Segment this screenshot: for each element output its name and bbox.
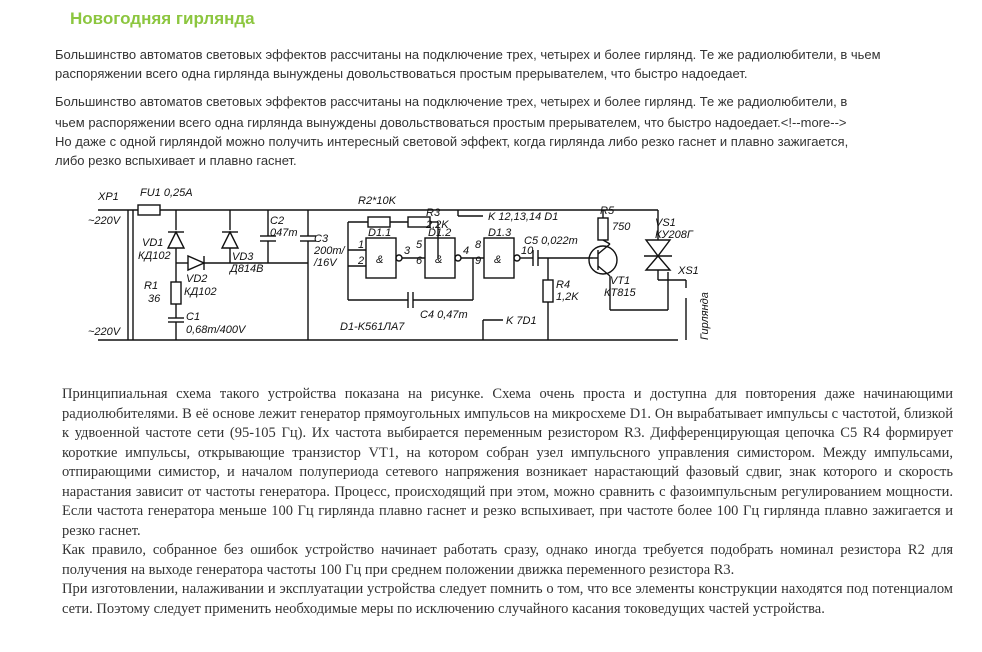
label-220v-top: ~220V <box>88 215 122 227</box>
label-vd3-type: Д814В <box>228 263 263 275</box>
label-and-1: & <box>376 254 383 266</box>
label-pin-6: 6 <box>416 255 423 267</box>
intro-paragraph-2-line-1: Большинство автоматов световых эффектов … <box>55 94 848 109</box>
label-vs1: VS1 <box>655 217 676 229</box>
circuit-schematic: XP1 FU1 0,25A ~220V ~220V VD1 КД102 VD2 … <box>88 187 711 341</box>
label-pin-2: 2 <box>357 255 364 267</box>
label-fu1: FU1 0,25A <box>140 187 193 199</box>
label-r3: R3 <box>426 207 441 219</box>
label-c3: C3 <box>314 233 329 245</box>
label-d11: D1.1 <box>368 227 391 239</box>
label-r5: R5 <box>600 205 615 217</box>
label-r3-val: 2,2K <box>425 219 449 231</box>
label-xp1: XP1 <box>97 191 119 203</box>
label-and-3: & <box>494 254 501 266</box>
label-c3-val1: 200m/ <box>313 245 346 257</box>
label-pin-1: 1 <box>358 239 364 251</box>
label-vt1: VT1 <box>610 275 630 287</box>
label-pin-9: 9 <box>475 255 481 267</box>
label-d1-type: D1-K561ЛА7 <box>340 321 405 333</box>
label-pin-10: 10 <box>521 245 534 257</box>
label-r5-val: 750 <box>612 221 631 233</box>
label-vd2-type: КД102 <box>184 286 217 298</box>
label-d12: D1.2 <box>428 227 451 239</box>
label-r1: R1 <box>144 280 158 292</box>
article-paragraph-2: Как правило, собранное без ошибок устрой… <box>62 542 953 578</box>
label-pin-4: 4 <box>463 245 469 257</box>
label-r1-val: 36 <box>148 293 161 305</box>
label-vd1-type: КД102 <box>138 250 171 262</box>
label-c2-val: 047m <box>270 227 298 239</box>
intro-paragraph-2-line-4: либо резко вспыхивает и плавно гаснет. <box>55 153 297 168</box>
label-k12: K 12,13,14 D1 <box>488 211 558 223</box>
label-c1: C1 <box>186 311 200 323</box>
schematic-labels: XP1 FU1 0,25A ~220V ~220V VD1 КД102 VD2 … <box>88 187 711 340</box>
label-k7: K 7D1 <box>506 315 537 327</box>
label-c1-val: 0,68m/400V <box>186 324 247 336</box>
label-d13: D1.3 <box>488 227 512 239</box>
article-paragraph-1: Принципиальная схема такого устройства п… <box>62 386 953 539</box>
label-220v-bottom: ~220V <box>88 326 122 338</box>
article-title: Новогодняя гирлянда <box>70 9 255 28</box>
label-c5: C5 0,022m <box>524 235 578 247</box>
intro-paragraph-2-line-3: Но даже с одной гирляндой можно получить… <box>55 134 849 149</box>
label-and-2: & <box>435 254 442 266</box>
label-c3-val2: /16V <box>313 257 338 269</box>
label-vt1-type: КТ815 <box>604 287 636 299</box>
article-paragraph-3: При изготовлении, налаживании и эксплуат… <box>62 581 953 617</box>
label-vd3: VD3 <box>232 251 254 263</box>
label-r4-val: 1,2K <box>556 291 579 303</box>
label-c4: C4 0,47m <box>420 309 468 321</box>
label-c2: C2 <box>270 215 284 227</box>
label-xs1: XS1 <box>677 265 699 277</box>
label-r4: R4 <box>556 279 570 291</box>
article-body: Принципиальная схема такого устройства п… <box>62 385 953 619</box>
intro-paragraph-2-line-2: чьем распоряжении всего одна гирлянда вы… <box>55 115 847 130</box>
intro-paragraph-1: Большинство автоматов световых эффектов … <box>55 47 881 81</box>
label-vd1: VD1 <box>142 237 163 249</box>
label-vd2: VD2 <box>186 273 207 285</box>
label-pin-3: 3 <box>404 245 411 257</box>
label-garland: Гирлянда <box>699 292 711 340</box>
label-pin-8: 8 <box>475 239 482 251</box>
label-r2: R2*10K <box>358 195 397 207</box>
label-pin-5: 5 <box>416 239 423 251</box>
label-vs1-type: КУ208Г <box>655 229 694 241</box>
